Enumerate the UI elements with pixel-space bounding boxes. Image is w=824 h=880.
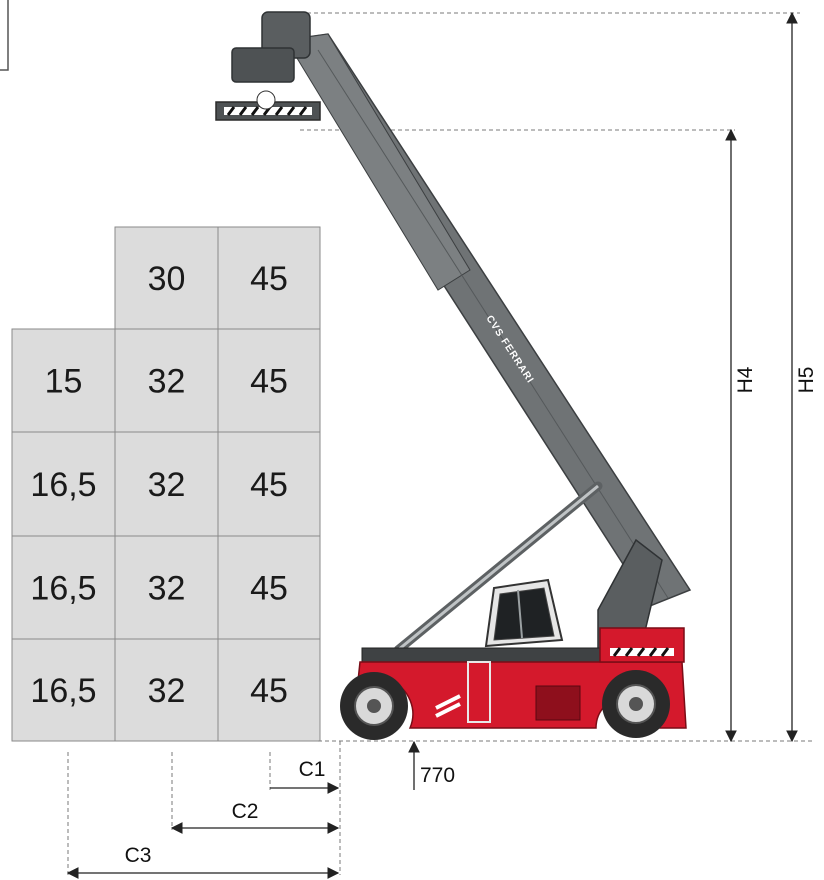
load-cell-value: 16,5 xyxy=(30,466,96,504)
load-cell xyxy=(114,535,219,640)
load-cell xyxy=(11,638,116,742)
load-cell-value: 16,5 xyxy=(30,672,96,710)
spreader-cylinder xyxy=(231,47,295,83)
load-cell xyxy=(114,638,219,742)
spreader xyxy=(215,11,321,121)
chassis-ladder xyxy=(467,661,491,723)
load-cell-value: 45 xyxy=(250,260,288,298)
load-cell xyxy=(114,226,219,330)
load-cell xyxy=(217,226,321,330)
load-cell-value: 32 xyxy=(148,672,186,710)
counterweight xyxy=(599,627,685,663)
h4-label: H4 xyxy=(734,366,757,393)
load-cell-value: 15 xyxy=(45,363,83,401)
engine-grille xyxy=(535,685,581,721)
cab-window-divider xyxy=(517,589,523,639)
c1-label: C1 xyxy=(299,758,326,781)
front-wheel xyxy=(340,672,408,740)
boom-pivot-post xyxy=(597,538,663,653)
ground-clearance-label: 770 xyxy=(420,764,455,787)
reach-stacker: CVS FERRARI xyxy=(215,11,692,740)
load-cell-value: 45 xyxy=(250,570,288,608)
load-cell xyxy=(11,328,116,433)
c2-label: C2 xyxy=(232,800,259,823)
lift-cylinder-rod xyxy=(397,484,599,652)
c3-label: C3 xyxy=(125,844,152,867)
boom-edge-line xyxy=(317,49,669,599)
load-cell-value: 32 xyxy=(148,570,186,608)
load-cell-value: 45 xyxy=(250,466,288,504)
load-cell xyxy=(11,431,116,537)
load-cell-value: 16,5 xyxy=(30,570,96,608)
load-cell xyxy=(217,535,321,640)
load-cell xyxy=(217,328,321,433)
rear-wheel xyxy=(602,670,670,738)
load-cell xyxy=(114,328,219,433)
frame-fragment xyxy=(0,0,9,71)
load-cell-value: 45 xyxy=(250,672,288,710)
load-cell-value: 32 xyxy=(148,363,186,401)
load-cell-value: 32 xyxy=(148,466,186,504)
load-cell-value: 30 xyxy=(148,260,186,298)
h5-label: H5 xyxy=(795,367,818,394)
cab-window xyxy=(493,587,555,641)
load-cell-value: 45 xyxy=(250,363,288,401)
load-capacity-grid: 30 45 15 32 45 16,5 32 45 16,5 32 45 16,5 32 45 xyxy=(11,226,321,742)
load-cell xyxy=(217,431,321,537)
load-cell xyxy=(217,638,321,742)
spreader-logo-icon xyxy=(256,90,276,110)
boom-inner-section xyxy=(285,33,471,291)
chassis-logo-swoosh xyxy=(435,694,461,718)
